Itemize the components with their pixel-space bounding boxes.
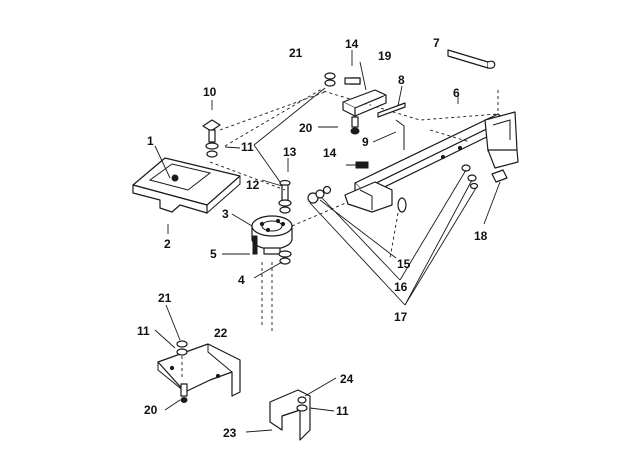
callout-21: 21 <box>289 46 303 60</box>
part-pin-8 <box>377 102 406 150</box>
part-bolt-14 <box>346 161 369 169</box>
callout-24: 24 <box>340 372 354 386</box>
callout-22: 22 <box>214 326 228 340</box>
callout-23: 23 <box>223 426 237 440</box>
guide-line-plate <box>209 161 286 191</box>
callout-labels: 1 2 3 4 5 6 7 8 9 10 11 12 13 14 14 15 1… <box>137 36 488 440</box>
callout-2: 2 <box>164 237 171 251</box>
guide-line-arm <box>429 129 471 143</box>
leader-lines <box>154 50 501 433</box>
callout-11c: 11 <box>336 404 349 418</box>
part-bracket-22 <box>157 340 241 403</box>
part-hub-3 <box>251 215 293 265</box>
callout-6: 6 <box>453 86 460 100</box>
callout-1: 1 <box>147 134 154 148</box>
callout-10: 10 <box>203 85 217 99</box>
guide-line-bolt <box>219 91 326 131</box>
part-plate-1 <box>132 157 241 215</box>
guide-line-top <box>224 89 499 147</box>
callout-5: 5 <box>210 247 217 261</box>
callout-14: 14 <box>345 37 359 51</box>
part-bracket-19 <box>324 72 387 135</box>
callout-21b: 21 <box>158 291 172 305</box>
callout-4: 4 <box>238 273 245 287</box>
part-arm-6 <box>344 111 519 213</box>
part-bracket-23 <box>269 389 311 441</box>
callout-11: 11 <box>241 140 254 154</box>
callout-15: 15 <box>397 257 411 271</box>
callout-8: 8 <box>398 73 405 87</box>
part-washers-15-17 <box>307 164 479 204</box>
callout-17: 17 <box>394 310 408 324</box>
callout-9: 9 <box>362 135 369 149</box>
guide-line-arm-down <box>389 212 399 259</box>
callout-14b: 14 <box>323 146 337 160</box>
part-bolt-10 <box>202 119 221 158</box>
callout-7: 7 <box>433 36 440 50</box>
callout-3: 3 <box>222 207 229 221</box>
callout-16: 16 <box>394 280 408 294</box>
callout-11b: 11 <box>137 324 150 338</box>
part-bolt-13 <box>278 179 292 214</box>
callout-20b: 20 <box>144 403 158 417</box>
callout-18: 18 <box>474 229 488 243</box>
callout-12: 12 <box>246 178 260 192</box>
callout-20: 20 <box>299 121 313 135</box>
part-pin-7 <box>447 49 496 69</box>
callout-19: 19 <box>378 49 392 63</box>
callout-13: 13 <box>283 145 297 159</box>
